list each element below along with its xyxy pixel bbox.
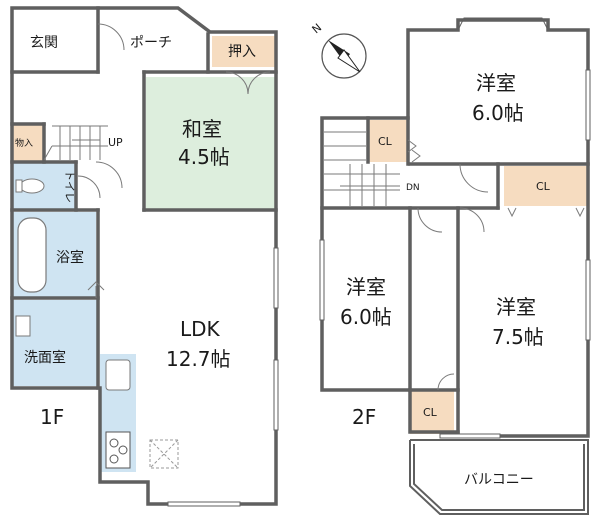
dn-label: DN	[406, 183, 420, 193]
washitsu-size: 4.5帖	[178, 145, 230, 169]
west-room-name: 洋室	[346, 275, 386, 299]
ldk-size: 12.7帖	[166, 347, 231, 371]
ldk-name: LDK	[180, 317, 221, 341]
cl-lower-label: CL	[423, 406, 438, 419]
stove-icon	[105, 431, 131, 469]
lower-closet	[410, 390, 454, 434]
bathtub	[17, 217, 47, 293]
washroom-label: 洗面室	[24, 349, 66, 366]
up-label: UP	[108, 136, 123, 149]
floor-2-plan	[319, 17, 591, 515]
storage-label: 物入	[15, 137, 33, 149]
storage-closet	[12, 124, 44, 162]
entrance-label: 玄関	[30, 34, 58, 51]
cl-stair-label: CL	[378, 135, 393, 148]
floor-1-plan	[10, 6, 279, 507]
bath-label: 浴室	[56, 249, 84, 266]
floor-1-label: 1F	[40, 405, 64, 429]
toilet-label: トイレ	[63, 170, 76, 203]
washitsu-room	[146, 77, 276, 209]
cl-upper-label: CL	[536, 180, 551, 193]
north-room-size: 6.0帖	[472, 101, 524, 125]
toilet-bowl	[19, 178, 45, 194]
west-room-size: 6.0帖	[340, 305, 392, 329]
wash-room	[12, 300, 98, 386]
upper-closet	[504, 166, 588, 206]
porch-label: ポーチ	[130, 35, 172, 51]
floor-2-label: 2F	[352, 405, 376, 429]
balcony-label: バルコニー	[464, 472, 534, 488]
stair-closet	[368, 120, 408, 162]
washitsu-name: 和室	[182, 117, 222, 141]
kitchen-sink	[105, 359, 131, 391]
east-room-name: 洋室	[496, 295, 536, 319]
east-room-size: 7.5帖	[492, 325, 544, 349]
compass-north-label: N	[310, 21, 325, 36]
oshiire-label: 押入	[228, 44, 256, 60]
north-room-name: 洋室	[476, 71, 516, 95]
wash-basin	[15, 315, 31, 337]
oshiire-closet	[212, 36, 276, 67]
north-arrow-icon	[321, 33, 367, 79]
